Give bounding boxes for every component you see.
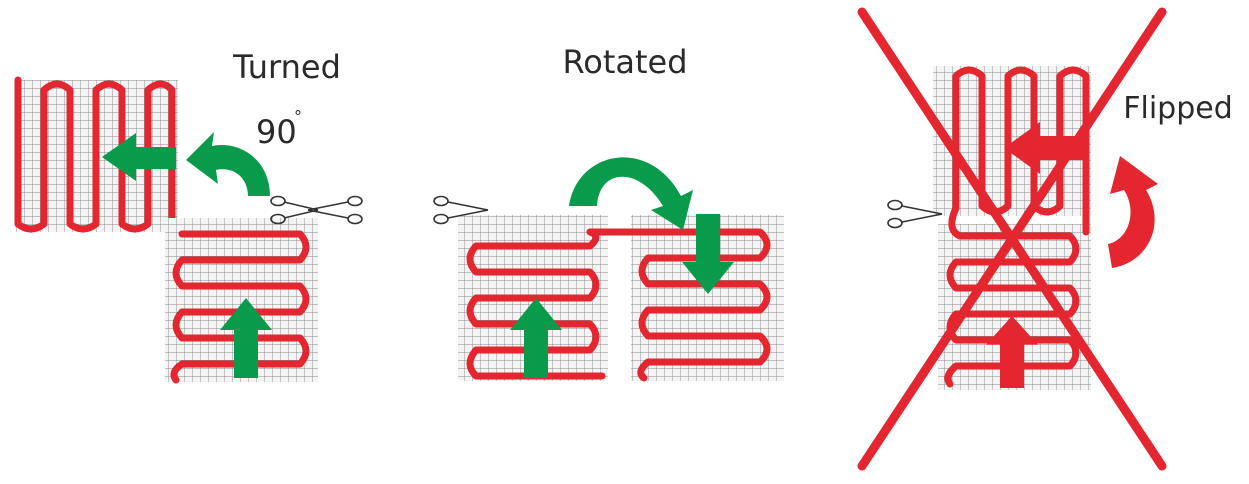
panel-turned: Turned 90 ° (14, 48, 363, 384)
curved-arrow-icon (1108, 156, 1158, 268)
panel-flipped: Flipped (857, 7, 1233, 471)
scissors-icon (433, 195, 489, 225)
scissors-icon (887, 199, 943, 229)
heating-cable-rotated (466, 228, 771, 382)
cross-out-icon (857, 7, 1167, 471)
label-degree-mark: ° (294, 107, 302, 126)
label-rotated: Rotated (562, 43, 687, 81)
scissors-icon (270, 195, 363, 225)
heating-cable-turned-top (14, 76, 186, 238)
curved-arrow-icon (186, 132, 270, 196)
label-turned-angle: 90 (256, 113, 297, 151)
panel-rotated: Rotated (433, 43, 784, 382)
label-flipped: Flipped (1123, 91, 1233, 126)
arrow-left-icon (102, 133, 176, 181)
label-turned: Turned (232, 48, 341, 86)
heating-cable-turned-bottom (170, 230, 310, 384)
arrow-left-icon (1004, 122, 1084, 174)
